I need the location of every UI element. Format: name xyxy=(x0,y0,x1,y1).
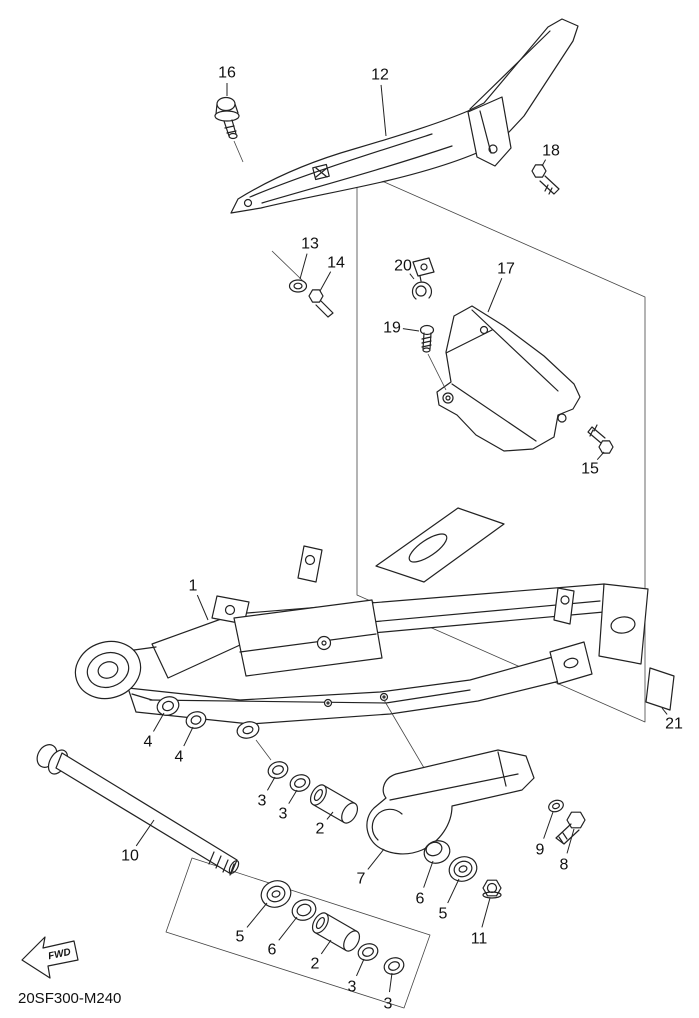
fwd-label: FWD xyxy=(47,947,72,962)
part-16-damper-bolt xyxy=(214,96,244,163)
leader-line-12 xyxy=(380,84,387,137)
swingarm-axle-end xyxy=(549,641,593,685)
part-12-chain-guard xyxy=(230,18,579,214)
callout-4: 4 xyxy=(144,734,153,751)
part-3-collars-upper xyxy=(255,739,311,792)
leader-line-17 xyxy=(487,277,503,313)
callout-20: 20 xyxy=(394,258,412,275)
callout-11: 11 xyxy=(471,931,488,948)
leader-line-3 xyxy=(356,958,365,977)
part-4-seals xyxy=(156,696,207,729)
callout-6: 6 xyxy=(268,942,277,959)
swingarm-pivot-boss xyxy=(236,721,260,739)
part-20-cable-clamp xyxy=(411,257,435,300)
callout-3: 3 xyxy=(258,793,267,810)
leader-line-20 xyxy=(409,273,415,280)
leader-line-1 xyxy=(196,594,209,621)
callout-4: 4 xyxy=(175,749,184,766)
callout-12: 12 xyxy=(371,67,389,84)
part-8-bolt xyxy=(555,811,586,845)
leader-line-4 xyxy=(183,726,194,747)
leader-line-3 xyxy=(266,776,276,791)
assembly-box-bushings xyxy=(165,857,431,1009)
part-11-flange-nut xyxy=(482,879,502,899)
leader-line-21 xyxy=(661,707,668,715)
callout-14: 14 xyxy=(327,255,345,272)
part-15-bolt xyxy=(587,424,614,454)
callout-3: 3 xyxy=(279,806,288,823)
callout-3: 3 xyxy=(384,996,393,1013)
callout-5: 5 xyxy=(236,929,245,946)
swingarm-right-end-plate xyxy=(598,583,649,665)
callout-21: 21 xyxy=(665,716,683,733)
part-14-bolt xyxy=(271,250,334,318)
leader-line-8 xyxy=(566,828,575,854)
part-3-collars-lower xyxy=(357,943,405,975)
leader-line-15 xyxy=(596,451,605,461)
callout-15: 15 xyxy=(581,461,599,478)
assembly-box-main xyxy=(356,169,646,723)
leader-line-13 xyxy=(299,253,308,280)
callout-16: 16 xyxy=(218,65,236,82)
part-9-washer xyxy=(548,799,564,813)
leader-line-5 xyxy=(447,878,460,904)
leader-line-9 xyxy=(543,811,554,839)
swingarm-pivot-tube xyxy=(74,640,142,700)
leader-line-2 xyxy=(320,939,332,955)
leader-line-6 xyxy=(423,860,434,888)
leader-line-19 xyxy=(402,328,420,332)
fwd-arrow: FWD xyxy=(21,936,79,979)
part-6-cap xyxy=(423,840,451,864)
part-19-bolt xyxy=(419,324,447,391)
part-5-washer xyxy=(448,856,478,882)
part-2-spacer-upper xyxy=(309,784,359,824)
leader-line-18 xyxy=(541,159,547,167)
leader-line-2 xyxy=(326,811,334,820)
part-1-swingarm xyxy=(74,507,649,796)
callout-7: 7 xyxy=(357,871,366,888)
part-5-bearing-lower xyxy=(260,880,292,908)
leader-line-3 xyxy=(288,789,298,804)
leader-line-10 xyxy=(135,819,155,847)
callout-13: 13 xyxy=(301,236,319,253)
leader-line-6 xyxy=(278,916,298,941)
callout-2: 2 xyxy=(311,956,320,973)
callout-5: 5 xyxy=(439,906,448,923)
callout-6: 6 xyxy=(416,891,425,908)
part-10-pivot-shaft xyxy=(36,744,240,876)
guard-clip-detail xyxy=(312,163,330,181)
callout-1: 1 xyxy=(189,578,198,595)
part-21-tag xyxy=(645,667,675,711)
guard-rear-foot xyxy=(467,96,512,167)
part-6-seal-lower xyxy=(291,899,317,921)
part-2-spacer-lower xyxy=(311,912,361,952)
callout-17: 17 xyxy=(497,261,515,278)
leader-line-3 xyxy=(388,972,393,993)
part-17-chain-guide-bracket xyxy=(436,305,581,452)
leader-line-5 xyxy=(246,902,268,928)
drawing-code: 20SF300-M240 xyxy=(18,990,121,1007)
callout-19: 19 xyxy=(383,320,401,337)
callout-8: 8 xyxy=(560,857,569,874)
callout-9: 9 xyxy=(536,842,545,859)
swingarm-cross-member xyxy=(233,599,383,677)
swingarm-tab-right xyxy=(553,587,575,625)
leader-line-14 xyxy=(319,271,332,292)
part-7-chain-slider xyxy=(366,749,535,855)
part-18-bolt xyxy=(531,164,560,195)
callout-10: 10 xyxy=(121,848,139,865)
guard-mount-hole xyxy=(243,198,253,208)
leader-line-4 xyxy=(153,712,165,732)
leader-line-7 xyxy=(367,848,385,870)
callout-18: 18 xyxy=(542,143,560,160)
callout-3: 3 xyxy=(348,979,357,996)
part-13-washer xyxy=(288,279,308,293)
callout-2: 2 xyxy=(316,821,325,838)
leader-line-11 xyxy=(481,897,491,928)
assembly-plane-boxes xyxy=(165,169,646,1009)
